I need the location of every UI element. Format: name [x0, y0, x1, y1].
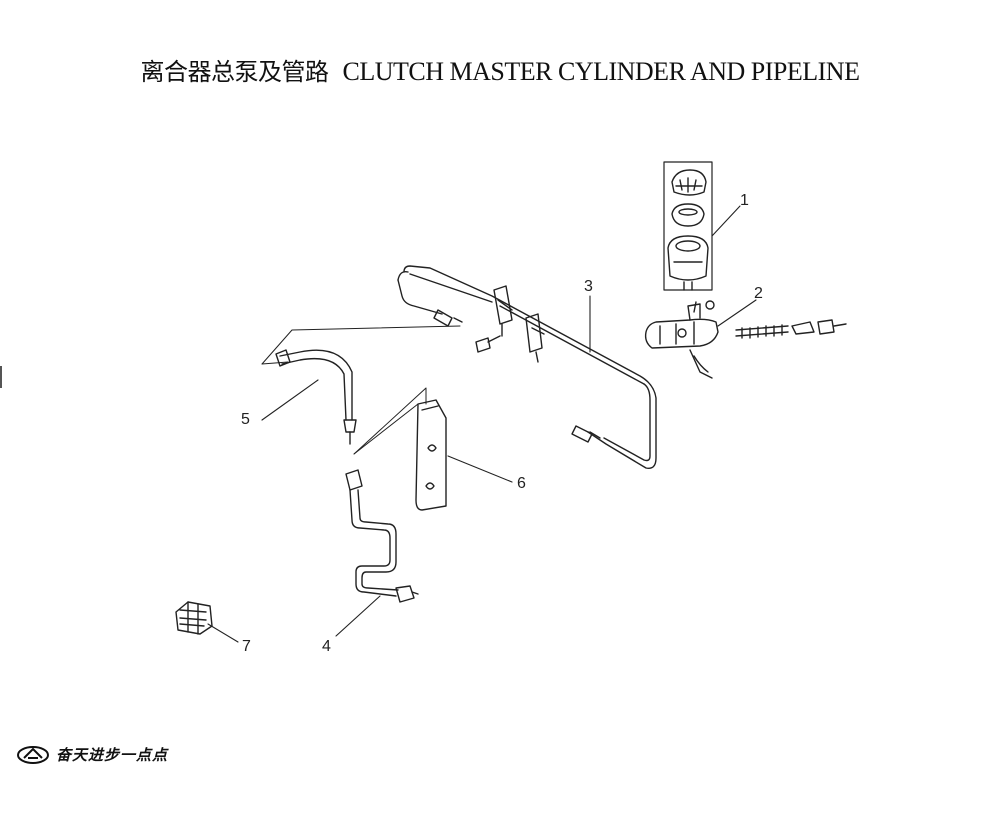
part-4-short-pipe [345, 469, 419, 603]
callout-6: 6 [517, 475, 526, 492]
footer-slogan: 奋天进步一点点 [56, 746, 169, 764]
callout-3: 3 [584, 278, 593, 295]
part-6-bracket [353, 387, 447, 511]
callout-2: 2 [754, 285, 763, 302]
part-7-rubber-boot [175, 601, 213, 635]
part-2-master-cylinder [644, 300, 847, 379]
edge-mark [0, 366, 2, 388]
part-1-reservoir-assembly [663, 161, 713, 291]
callout-7: 7 [242, 638, 251, 655]
part-5-flexible-hose [261, 325, 461, 445]
page-title: 离合器总泵及管路 CLUTCH MASTER CYLINDER AND PIPEL… [0, 52, 1000, 87]
callout-1: 1 [740, 192, 749, 209]
brand-logo-icon [17, 746, 49, 764]
callout-5: 5 [241, 411, 250, 428]
title-chinese: 离合器总泵及管路 [140, 58, 330, 86]
callout-4: 4 [322, 638, 331, 655]
part-3-long-pipe [397, 265, 657, 469]
title-english: CLUTCH MASTER CYLINDER AND PIPELINE [342, 57, 860, 86]
